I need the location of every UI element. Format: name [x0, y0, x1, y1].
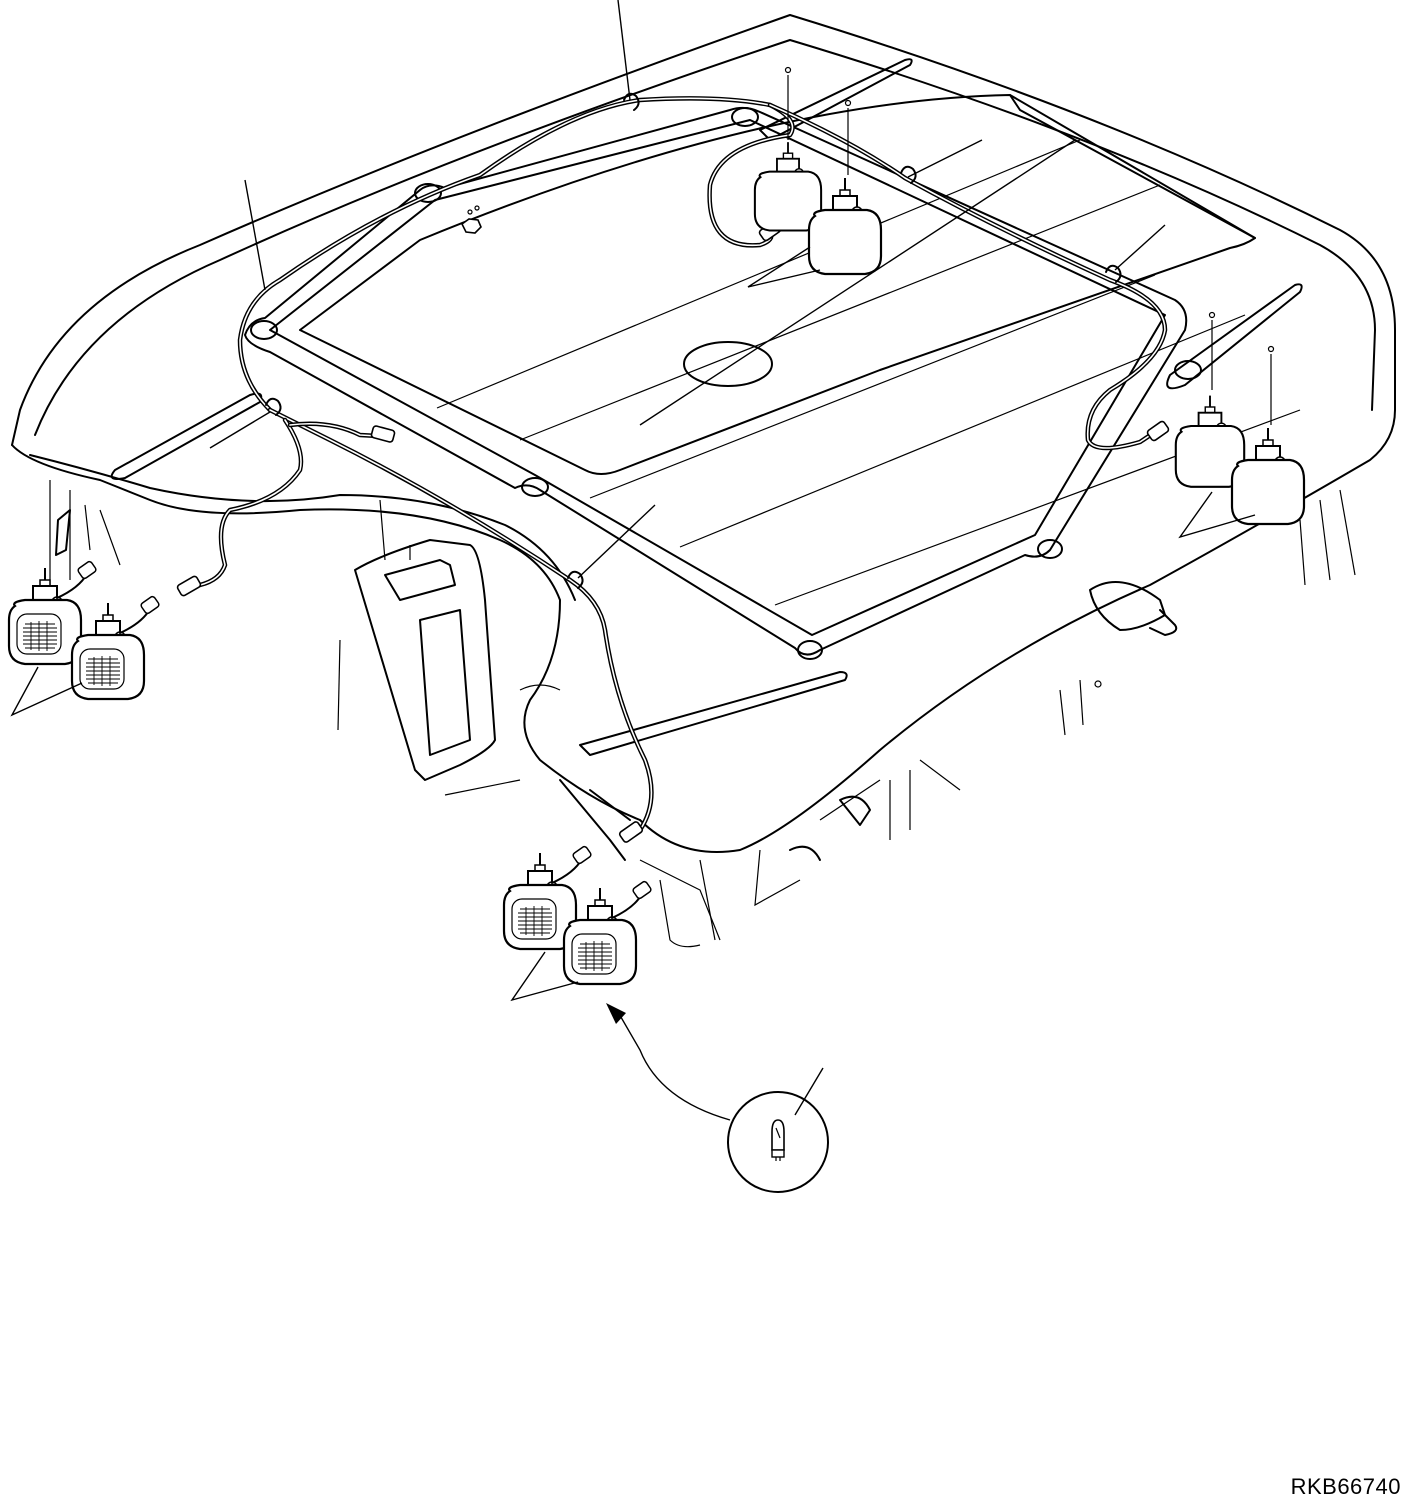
cab-structure: [49, 480, 1356, 948]
lamp-pair-front-center: [502, 844, 654, 986]
detail-circle: [727, 1091, 829, 1193]
work-lamp: [562, 879, 654, 986]
bulb-icon: [771, 1119, 785, 1161]
work-lamp: [70, 594, 162, 701]
drawing-code: RKB66740: [1290, 1474, 1401, 1499]
leader-lines: [10, 0, 1256, 1002]
nut: [460, 205, 482, 234]
roof-bosses: [250, 107, 1202, 660]
work-lamp: [753, 141, 823, 232]
wiring-harness: [176, 92, 1170, 843]
lamp-pair-rear-center: [753, 66, 883, 276]
bulb-detail-callout: [606, 1003, 829, 1193]
lamp-pair-rear-right: [1174, 311, 1306, 526]
